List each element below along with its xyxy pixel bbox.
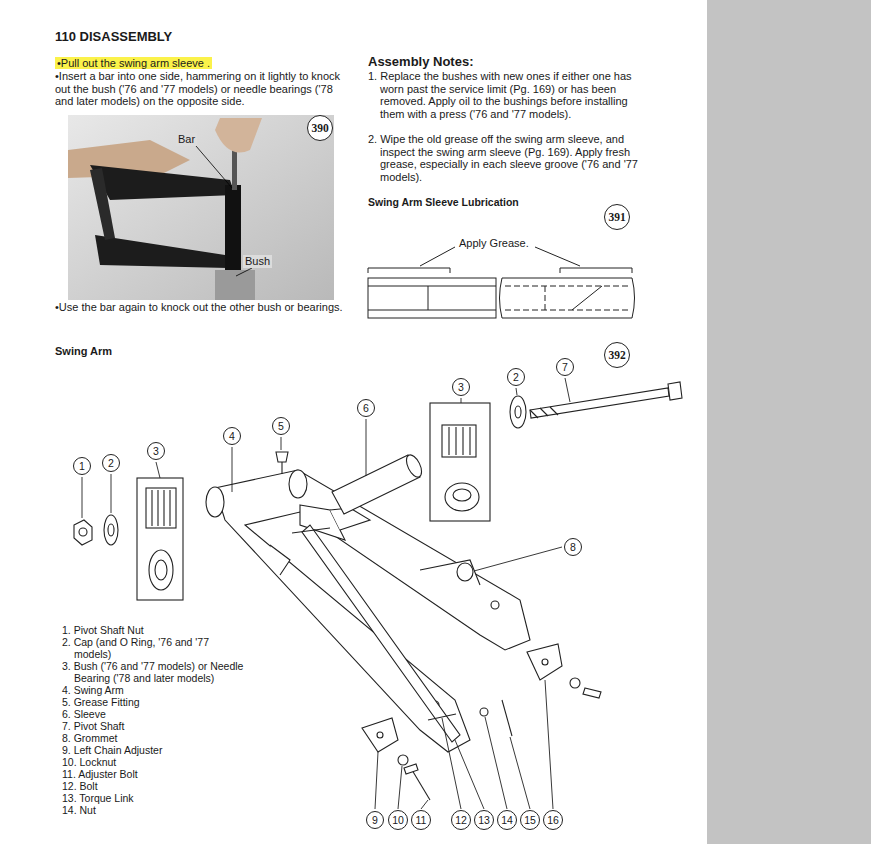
- part-label: Bush: [243, 255, 272, 268]
- callout-text: 3: [458, 382, 464, 393]
- parts-list-item: 1. Pivot Shaft Nut: [62, 624, 249, 636]
- figure-number: 390: [307, 115, 333, 141]
- callout-number: 13: [474, 810, 494, 830]
- callout-text: 391: [608, 212, 625, 223]
- callout-text: 12: [455, 815, 467, 826]
- callout-text: 390: [311, 123, 328, 134]
- callout-number: 5: [272, 417, 290, 435]
- callout-text: 2: [108, 458, 114, 469]
- figure-number: 392: [604, 342, 630, 368]
- step-text: •Insert a bar into one side, hammering o…: [55, 70, 343, 108]
- section-heading: Assembly Notes:: [368, 56, 473, 69]
- parts-list-item: 8. Grommet: [62, 732, 249, 744]
- callout-text: 6: [363, 403, 369, 414]
- callout-number: 11: [411, 810, 431, 830]
- callout-text: 8: [570, 542, 576, 553]
- callout-number: 2: [102, 454, 120, 472]
- callout-number: 3: [452, 378, 470, 396]
- callout-text: 392: [608, 350, 625, 361]
- step-text: •Pull out the swing arm sleeve .: [57, 57, 210, 69]
- figure-title: Swing Arm Sleeve Lubrication: [368, 196, 519, 209]
- callout-text: 9: [372, 815, 378, 826]
- callout-number: 16: [543, 810, 563, 830]
- callout-number: 1: [73, 457, 91, 475]
- step-text: •Use the bar again to knock out the othe…: [55, 301, 343, 314]
- callout-number: 4: [223, 427, 241, 445]
- callout-number: 9: [366, 811, 384, 829]
- callout-number: 12: [451, 810, 471, 830]
- page-title: 110 DISASSEMBLY: [55, 31, 172, 44]
- callout-text: 13: [478, 815, 490, 826]
- callout-text: 1: [79, 461, 85, 472]
- callout-number: 7: [556, 358, 574, 376]
- callout-text: 4: [229, 431, 235, 442]
- parts-list-item: 4. Swing Arm: [62, 684, 249, 696]
- highlighted-step: •Pull out the swing arm sleeve .: [55, 57, 212, 69]
- callout-text: 14: [501, 815, 513, 826]
- figure-number: 391: [604, 204, 630, 230]
- assembly-note: 2. Wipe the old grease off the swing arm…: [368, 133, 652, 183]
- callout-text: 16: [547, 815, 559, 826]
- callout-number: 14: [497, 810, 517, 830]
- parts-list-item: 12. Bolt: [62, 780, 249, 792]
- parts-list-item: 11. Adjuster Bolt: [62, 768, 249, 780]
- callout-text: 10: [392, 815, 404, 826]
- callout-text: 7: [562, 362, 568, 373]
- callout-number: 2: [507, 368, 525, 386]
- callout-text: 5: [278, 421, 284, 432]
- part-label: Bar: [176, 133, 197, 146]
- parts-list-item: 2. Cap (and O Ring, '76 and '77 models): [62, 636, 249, 660]
- parts-list-item: 7. Pivot Shaft: [62, 720, 249, 732]
- callout-text: 2: [513, 372, 519, 383]
- parts-list-item: 14. Nut: [62, 804, 249, 816]
- parts-list-item: 5. Grease Fitting: [62, 696, 249, 708]
- callout-number: 6: [357, 399, 375, 417]
- figure-title: Swing Arm: [55, 345, 112, 358]
- parts-list-item: 6. Sleeve: [62, 708, 249, 720]
- assembly-note: 1. Replace the bushes with new ones if e…: [368, 70, 652, 120]
- callout-text: 3: [153, 446, 159, 457]
- callout-number: 8: [564, 538, 582, 556]
- callout-number: 10: [388, 810, 408, 830]
- parts-list-item: 3. Bush ('76 and '77 models) or Needle B…: [62, 660, 249, 684]
- callout-text: 15: [524, 815, 536, 826]
- callout-number: 3: [147, 442, 165, 460]
- parts-list-item: 10. Locknut: [62, 756, 249, 768]
- parts-list-item: 13. Torque Link: [62, 792, 249, 804]
- annotation: Apply Grease.: [459, 237, 529, 250]
- callout-number: 15: [520, 810, 540, 830]
- parts-list-item: 9. Left Chain Adjuster: [62, 744, 249, 756]
- callout-text: 11: [416, 815, 427, 826]
